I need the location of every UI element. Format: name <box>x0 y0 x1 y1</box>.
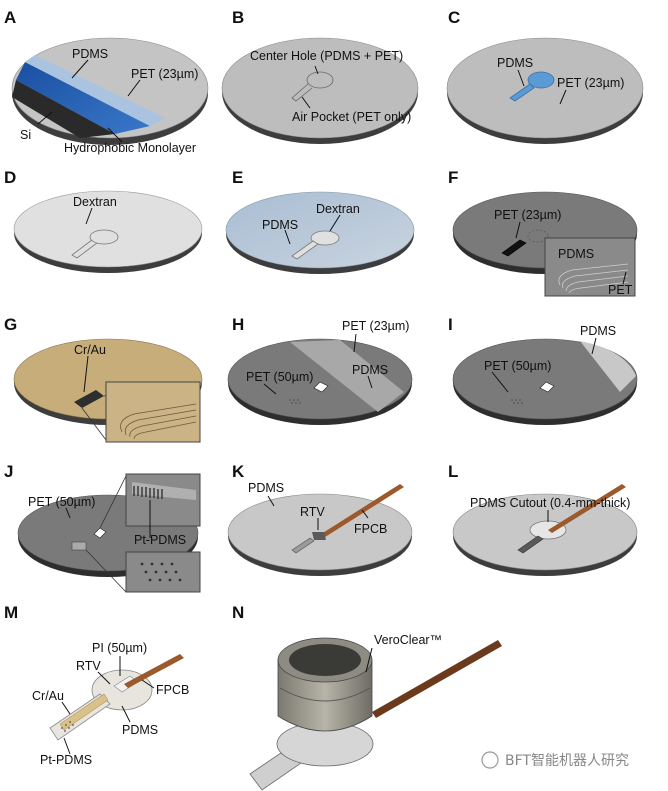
panel-b: B Center Hole (PDMS + PET) Air Pocket (P… <box>221 8 419 144</box>
label-h-pet-23: PET (23µm) <box>342 319 409 333</box>
label-k-rtv: RTV <box>300 505 325 519</box>
label-j-pt-pdms: Pt-PDMS <box>134 533 186 547</box>
panel-letter-l: L <box>448 462 458 481</box>
label-l-cutout: PDMS Cutout (0.4-mm-thick) <box>470 496 630 510</box>
panel-f: F PET (23µm) PDMS PET <box>448 168 638 297</box>
label-h-pdms: PDMS <box>352 363 388 377</box>
watermark: BFT智能机器人研究 <box>481 751 629 769</box>
panel-m: M PI (50µm) RTV FPCB Cr/Au PDMS Pt-PDMS <box>4 603 189 767</box>
panel-letter-h: H <box>232 315 244 334</box>
label-m-pdms: PDMS <box>122 723 158 737</box>
label-b-center-hole: Center Hole (PDMS + PET) <box>250 49 403 63</box>
label-c-pdms: PDMS <box>497 56 533 70</box>
label-k-fpcb: FPCB <box>354 522 387 536</box>
panel-j: J PET (50µm) Pt-PDMS <box>4 462 201 593</box>
panel-letter-a: A <box>4 8 16 27</box>
label-a-pdms: PDMS <box>72 47 108 61</box>
panel-l: L PDMS Cutout (0.4-mm-thick) <box>448 462 638 576</box>
label-f-pet: PET (23µm) <box>494 208 561 222</box>
label-a-pet: PET (23µm) <box>131 67 198 81</box>
label-m-pi: PI (50µm) <box>92 641 147 655</box>
label-j-pet-50: PET (50µm) <box>28 495 95 509</box>
panel-letter-i: I <box>448 315 453 334</box>
panel-letter-g: G <box>4 315 17 334</box>
label-g-crau: Cr/Au <box>74 343 106 357</box>
panel-a: A PDMS PET (23µm) Si Hydrophobic Monolay… <box>4 8 209 155</box>
panel-d: D Dextran <box>4 168 203 273</box>
label-a-monolayer: Hydrophobic Monolayer <box>64 141 196 155</box>
panel-letter-n: N <box>232 603 244 622</box>
panel-letter-c: C <box>448 8 460 27</box>
panel-letter-j: J <box>4 462 13 481</box>
panel-k: K PDMS RTV FPCB <box>227 462 413 576</box>
panel-e: E PDMS Dextran <box>225 168 415 274</box>
label-e-pdms: PDMS <box>262 218 298 232</box>
panel-letter-d: D <box>4 168 16 187</box>
watermark-text: BFT智能机器人研究 <box>505 753 629 769</box>
label-e-dextran: Dextran <box>316 202 360 216</box>
panel-n: N VeroClear™ <box>232 603 502 791</box>
panel-letter-m: M <box>4 603 18 622</box>
panel-letter-e: E <box>232 168 243 187</box>
label-m-pt-pdms: Pt-PDMS <box>40 753 92 767</box>
panel-g: G Cr/Au <box>4 315 203 443</box>
label-m-rtv: RTV <box>76 659 101 673</box>
panel-h: H PET (23µm) PET (50µm) PDMS <box>227 315 413 425</box>
panel-letter-f: F <box>448 168 458 187</box>
panel-letter-b: B <box>232 8 244 27</box>
label-m-fpcb: FPCB <box>156 683 189 697</box>
wechat-icon <box>481 751 499 769</box>
label-a-si: Si <box>20 128 31 142</box>
label-i-pet-50: PET (50µm) <box>484 359 551 373</box>
label-b-air-pocket: Air Pocket (PET only) <box>292 110 411 124</box>
label-f-inset-pdms: PDMS <box>558 247 594 261</box>
label-f-inset-pet: PET <box>608 283 633 297</box>
panel-c: C PDMS PET (23µm) <box>446 8 644 144</box>
label-c-pet: PET (23µm) <box>557 76 624 90</box>
label-h-pet-50: PET (50µm) <box>246 370 313 384</box>
label-n-veroclear: VeroClear™ <box>374 633 442 647</box>
label-k-pdms: PDMS <box>248 481 284 495</box>
panel-letter-k: K <box>232 462 245 481</box>
label-i-pdms: PDMS <box>580 324 616 338</box>
label-d-dextran: Dextran <box>73 195 117 209</box>
panel-i: I PDMS PET (50µm) <box>448 315 638 425</box>
label-m-crau: Cr/Au <box>32 689 64 703</box>
